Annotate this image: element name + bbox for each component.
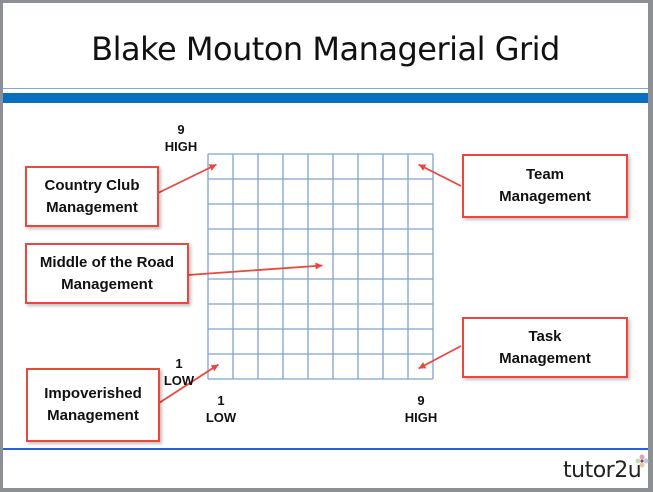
x-axis-right-text: HIGH [404, 410, 438, 425]
arrowhead-task [418, 362, 427, 369]
arrowhead-country-club [208, 164, 217, 171]
tutor2u-logo: tutor2u [563, 458, 642, 483]
arrowhead-team [418, 164, 427, 171]
arrow-team [418, 163, 462, 187]
callout-impoverished-line2: Management [47, 407, 139, 424]
header-rule-thin [3, 88, 648, 89]
grid-lines [207, 153, 434, 380]
header-rule-thick [3, 93, 648, 103]
arrow-impoverished [158, 363, 219, 404]
callout-middle-road-line2: Management [61, 275, 153, 293]
callout-task-line1: Task [528, 327, 562, 345]
x-axis-right-label: 9 HIGH [399, 392, 443, 426]
arrowhead-middle-road [315, 262, 323, 270]
x-axis-right-value: 9 [417, 393, 425, 408]
y-axis-bottom-text: LOW [163, 373, 195, 388]
arrow-country-club [157, 163, 217, 194]
callout-team-line2: Management [499, 188, 591, 205]
arrowhead-impoverished [210, 364, 219, 372]
x-axis-left-value: 1 [217, 393, 225, 408]
x-axis-left-label: 1 LOW [201, 392, 241, 426]
y-axis-bottom-label: 1 LOW [159, 355, 199, 389]
tutor2u-flower-icon [635, 454, 649, 468]
y-axis-top-label: 9 HIGH [161, 121, 201, 155]
x-axis-left-text: LOW [205, 410, 237, 425]
footer-rule [3, 448, 648, 450]
arrow-task [418, 345, 462, 370]
slide: Blake Mouton Managerial Grid 9 HIGH 1 LO… [3, 3, 649, 488]
y-axis-top-text: HIGH [164, 139, 198, 154]
managerial-grid [157, 153, 462, 404]
callout-task-line2: Management [499, 349, 591, 367]
y-axis-top-value: 9 [177, 122, 185, 137]
callout-middle-road-line1: Middle of the Road [39, 253, 175, 271]
arrow-middle-road [187, 264, 323, 276]
y-axis-bottom-value: 1 [175, 356, 183, 371]
callout-team-line1: Team [525, 166, 565, 183]
callout-country-club-line1: Country Club [44, 176, 140, 194]
callout-country-club-line2: Management [46, 198, 138, 216]
callout-arrows [157, 163, 462, 404]
callout-impoverished-line1: Impoverished [44, 385, 142, 402]
slide-title: Blake Mouton Managerial Grid [91, 30, 560, 68]
